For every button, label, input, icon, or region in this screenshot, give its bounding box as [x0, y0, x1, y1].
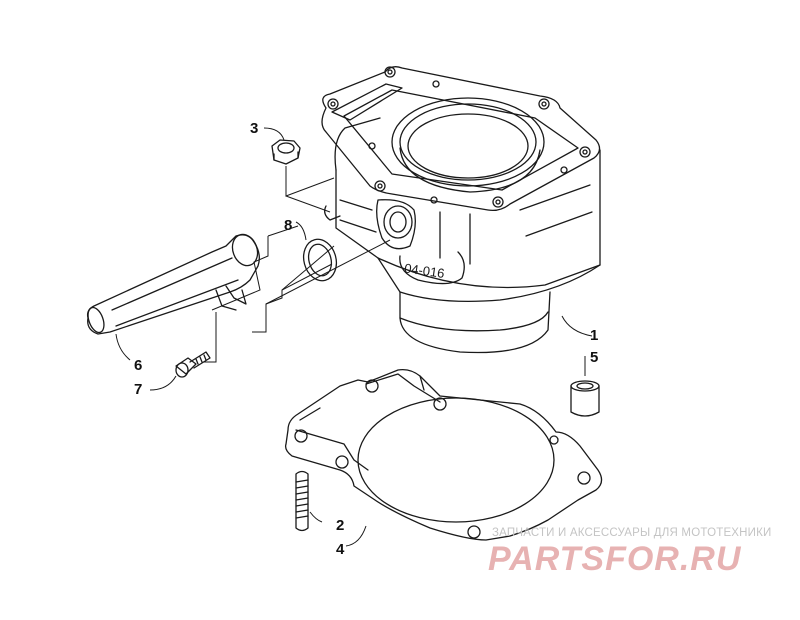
cylinder-part [321, 66, 601, 354]
coolant-tube-part [86, 233, 260, 335]
callout-4: 4 [336, 541, 345, 558]
watermark-tagline: ЗАПЧАСТИ И АКСЕССУАРЫ ДЛЯ МОТОТЕХНИКИ [492, 527, 772, 539]
callout-7: 7 [134, 381, 142, 398]
callout-3: 3 [250, 120, 258, 137]
callout-2: 2 [336, 517, 344, 534]
watermark-logo: PARTSFOR.RU [488, 540, 742, 578]
callout-5: 5 [590, 349, 598, 366]
base-gasket-part [284, 368, 603, 541]
callout-8: 8 [284, 217, 292, 234]
dowel-part [570, 380, 600, 417]
callout-1: 1 [590, 327, 598, 344]
casting-mark-text: 04-016 [403, 260, 445, 280]
o-ring-part [302, 238, 338, 282]
nut-part [271, 139, 301, 165]
leader-lines [115, 127, 593, 547]
bolt-part [175, 351, 211, 378]
stud-part [295, 470, 309, 532]
callout-6: 6 [134, 357, 142, 374]
